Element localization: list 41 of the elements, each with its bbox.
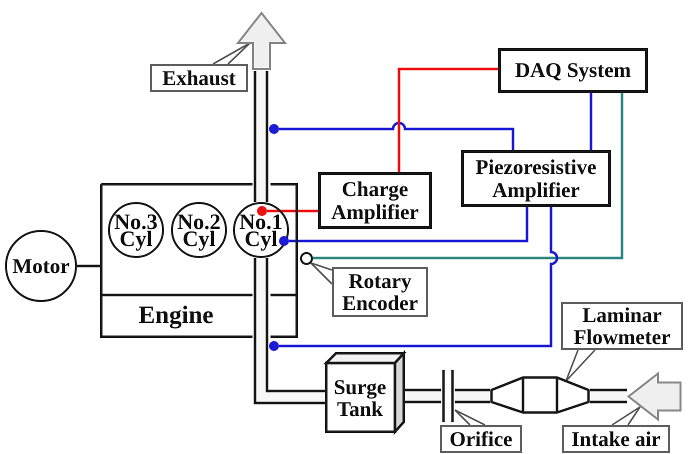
signal-wire — [312, 93, 624, 260]
engine-label: Engine — [137, 301, 215, 331]
engine-block — [100, 183, 298, 338]
dot-icon — [269, 124, 279, 134]
signal-wire — [398, 68, 498, 172]
signal-wire — [289, 207, 528, 242]
leader-line — [565, 349, 596, 382]
signal-wire — [279, 207, 558, 348]
device-box: DAQ System — [498, 48, 648, 93]
leader-line — [310, 262, 333, 285]
callout-box: Intake air — [562, 425, 670, 453]
dot-icon — [278, 236, 288, 246]
arrow-icon — [627, 372, 682, 421]
connector-line — [77, 264, 100, 268]
signal-wire — [590, 93, 592, 150]
leader-line — [454, 409, 486, 426]
leader-line — [212, 42, 251, 65]
cylinder-circle: No.2 Cyl — [171, 202, 227, 258]
leader-line — [612, 406, 641, 426]
ring-icon — [300, 252, 313, 265]
arrow-icon — [236, 11, 287, 71]
signal-wire — [267, 210, 318, 212]
pipe — [254, 258, 325, 404]
dot-icon — [256, 206, 266, 216]
motor-circle: Motor — [5, 230, 77, 302]
signal-wire — [279, 122, 514, 150]
orifice-icon — [441, 368, 455, 424]
flowmeter-icon — [490, 376, 590, 414]
pipe — [405, 388, 441, 404]
cylinder-circle: No.3 Cyl — [108, 202, 164, 258]
pipe — [455, 388, 490, 404]
pipe — [254, 71, 268, 202]
dot-icon — [269, 341, 279, 351]
callout-box: Laminar Flowmeter — [561, 302, 683, 350]
callout-box: Exhaust — [150, 64, 248, 92]
callout-box: Rotary Encoder — [332, 267, 428, 317]
device-box: Charge Amplifier — [318, 172, 432, 229]
pipe — [590, 388, 627, 404]
callout-box: Orifice — [440, 425, 522, 453]
device-box: Piezoresistive Amplifier — [461, 150, 611, 207]
cylinder-circle — [233, 202, 289, 258]
